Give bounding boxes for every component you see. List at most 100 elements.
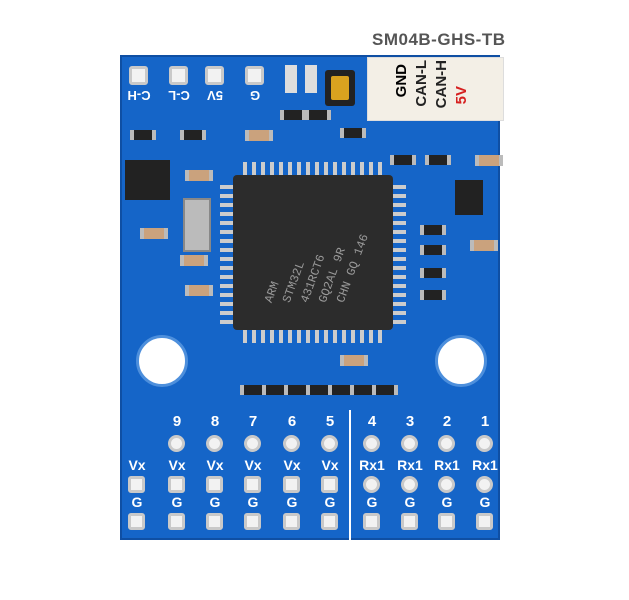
signal-label: Rx1 <box>434 457 460 473</box>
pin-number: 7 <box>248 413 258 430</box>
signal-pad <box>363 476 380 493</box>
push-button <box>325 70 355 106</box>
header-pad <box>129 66 148 85</box>
chip-pin <box>220 230 233 234</box>
resistor <box>372 385 398 395</box>
capacitor <box>475 155 503 166</box>
chip-pin <box>261 162 265 175</box>
resistor <box>425 155 451 165</box>
resistor <box>390 155 416 165</box>
led <box>305 65 317 93</box>
chip-pin <box>261 330 265 343</box>
chip-pin <box>378 162 382 175</box>
signal-pad <box>476 476 493 493</box>
ground-label: G <box>404 494 416 510</box>
chip-pin <box>369 162 373 175</box>
chip-pin <box>315 162 319 175</box>
signal-pad <box>168 476 185 493</box>
chip-pin <box>288 162 292 175</box>
chip-pin <box>324 330 328 343</box>
mounting-hole <box>435 335 487 387</box>
chip-pin <box>324 162 328 175</box>
chip-pin <box>393 293 406 297</box>
signal-pad <box>321 476 338 493</box>
chip-pin <box>288 330 292 343</box>
capacitor <box>245 130 273 141</box>
signal-pad <box>438 476 455 493</box>
capacitor <box>140 228 168 239</box>
signal-pad-top <box>321 435 338 452</box>
divider-line <box>349 410 351 540</box>
signal-pad-top <box>244 435 261 452</box>
signal-pad <box>401 476 418 493</box>
header-pad <box>245 66 264 85</box>
ground-pad <box>128 513 145 530</box>
chip-pin <box>393 230 406 234</box>
chip-pin <box>333 162 337 175</box>
chip-pin <box>270 330 274 343</box>
ground-pad <box>438 513 455 530</box>
resistor <box>420 290 446 300</box>
signal-pad-top <box>401 435 418 452</box>
chip-pin <box>220 194 233 198</box>
chip-pin <box>279 330 283 343</box>
chip-pin <box>393 239 406 243</box>
chip-pin <box>243 162 247 175</box>
signal-label: Vx <box>128 457 146 473</box>
ground-pad <box>476 513 493 530</box>
pin-number: 3 <box>405 413 415 430</box>
chip-pin <box>220 302 233 306</box>
chip-pin <box>220 257 233 261</box>
chip-pin <box>342 330 346 343</box>
transistor <box>455 180 483 215</box>
chip-pin <box>252 162 256 175</box>
can-connector: GND CAN-L CAN-H 5V <box>367 57 504 121</box>
resistor <box>280 110 306 120</box>
signal-label: Vx <box>168 457 186 473</box>
connector-part-label: SM04B-GHS-TB <box>372 30 506 49</box>
chip-pin <box>393 284 406 288</box>
ground-pad <box>206 513 223 530</box>
pin-label-5v: 5V <box>453 86 470 105</box>
chip-pin <box>393 221 406 225</box>
chip-pin <box>220 221 233 225</box>
ground-label: G <box>286 494 298 510</box>
resistor <box>420 225 446 235</box>
capacitor <box>185 285 213 296</box>
chip-pin <box>220 203 233 207</box>
resistor <box>420 245 446 255</box>
chip-pin <box>306 162 310 175</box>
ground-pad <box>321 513 338 530</box>
signal-pad-top <box>476 435 493 452</box>
chip-pin <box>393 194 406 198</box>
chip-pin <box>220 293 233 297</box>
capacitor <box>180 255 208 266</box>
chip-pin <box>306 330 310 343</box>
ground-label: G <box>441 494 453 510</box>
crystal <box>183 198 211 252</box>
signal-pad-top <box>438 435 455 452</box>
resistor <box>340 128 366 138</box>
pin-number: 6 <box>287 413 297 430</box>
pin-number: 4 <box>367 413 377 430</box>
chip-pin <box>393 212 406 216</box>
chip-pin <box>220 284 233 288</box>
chip-pin <box>220 275 233 279</box>
ground-pad <box>363 513 380 530</box>
header-label: 5V <box>207 88 223 103</box>
resistor <box>305 110 331 120</box>
ground-label: G <box>209 494 221 510</box>
ground-label: G <box>324 494 336 510</box>
pin-label-gnd: GND <box>393 64 410 98</box>
signal-pad <box>128 476 145 493</box>
chip-pin <box>393 302 406 306</box>
signal-label: Rx1 <box>472 457 498 473</box>
ic-chip <box>125 160 170 200</box>
chip-pin <box>393 185 406 189</box>
ground-pad <box>401 513 418 530</box>
chip-pin <box>393 266 406 270</box>
signal-pad <box>206 476 223 493</box>
pin-number: 5 <box>325 413 335 430</box>
chip-pin <box>333 330 337 343</box>
